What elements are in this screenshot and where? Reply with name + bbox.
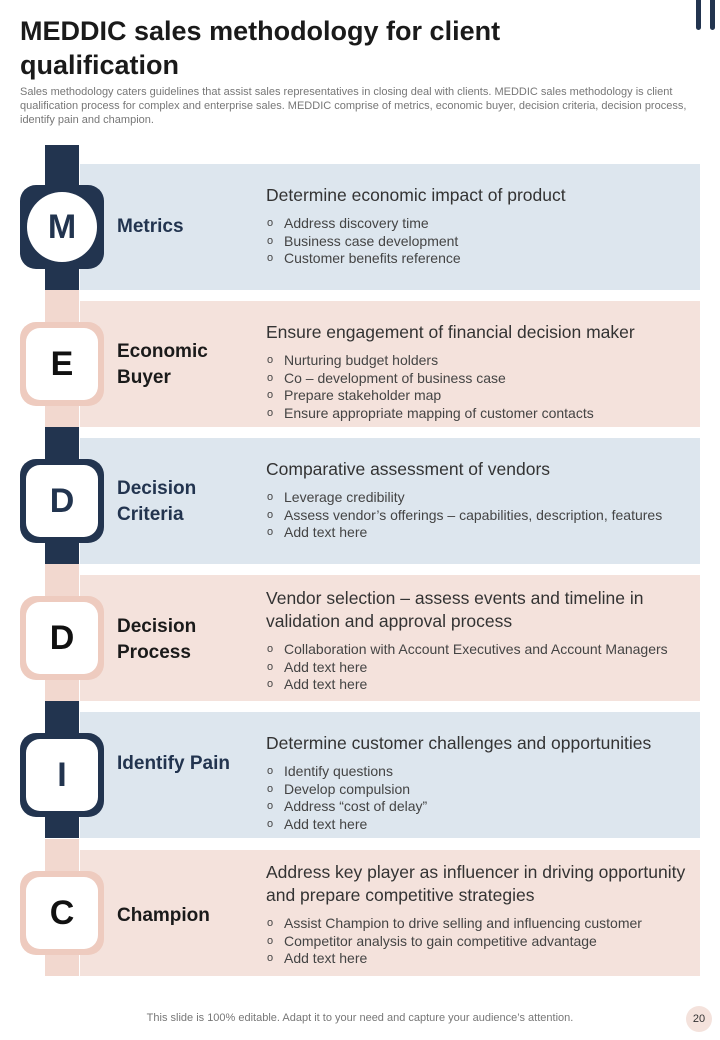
bullet-item: Add text here bbox=[266, 676, 698, 694]
bullet-item: Leverage credibility bbox=[266, 489, 698, 507]
bullet-item: Add text here bbox=[266, 524, 698, 542]
bullet-list: Assist Champion to drive selling and inf… bbox=[266, 915, 698, 968]
footer-note: This slide is 100% editable. Adapt it to… bbox=[146, 1012, 574, 1024]
bullet-item: Assist Champion to drive selling and inf… bbox=[266, 915, 698, 933]
bullet-item: Identify questions bbox=[266, 763, 698, 781]
bullet-item: Assess vendor’s offerings – capabilities… bbox=[266, 507, 698, 525]
row-content: Address key player as influencer in driv… bbox=[266, 861, 698, 968]
row-label: Identify Pain bbox=[117, 753, 230, 774]
row-heading: Determine customer challenges and opport… bbox=[266, 733, 652, 753]
badge-letter: M bbox=[27, 192, 97, 262]
bullet-item: Add text here bbox=[266, 816, 698, 834]
bullet-item: Competitor analysis to gain competitive … bbox=[266, 933, 698, 951]
row-label: Metrics bbox=[117, 216, 184, 237]
row-heading: Vendor selection – assess events and tim… bbox=[266, 588, 644, 631]
bullet-item: Nurturing budget holders bbox=[266, 352, 698, 370]
row-label: Economic Buyer bbox=[117, 341, 208, 388]
row-heading: Ensure engagement of financial decision … bbox=[266, 322, 635, 342]
bullet-item: Add text here bbox=[266, 950, 698, 968]
row-label: Decision Process bbox=[117, 616, 197, 663]
row-content: Comparative assessment of vendors Levera… bbox=[266, 458, 698, 542]
bullet-item: Customer benefits reference bbox=[266, 250, 698, 268]
letter-badge: I bbox=[20, 733, 104, 817]
meddic-row-decision-criteria: D Decision Criteria Comparative assessme… bbox=[20, 427, 700, 564]
badge-letter: C bbox=[26, 877, 98, 949]
page-title: MEDDIC sales methodology for client qual… bbox=[20, 16, 501, 80]
badge-letter: E bbox=[26, 328, 98, 400]
meddic-row-economic-buyer: E Economic Buyer Ensure engagement of fi… bbox=[20, 290, 700, 427]
row-label: Champion bbox=[117, 905, 210, 926]
bullet-item: Address discovery time bbox=[266, 215, 698, 233]
meddic-row-decision-process: D Decision Process Vendor selection – as… bbox=[20, 564, 700, 701]
row-content: Determine customer challenges and opport… bbox=[266, 732, 698, 833]
row-heading: Address key player as influencer in driv… bbox=[266, 862, 686, 905]
letter-badge: C bbox=[20, 871, 104, 955]
bullet-item: Add text here bbox=[266, 659, 698, 677]
letter-badge: D bbox=[20, 459, 104, 543]
badge-letter: D bbox=[26, 602, 98, 674]
bullet-list: Nurturing budget holders Co – developmen… bbox=[266, 352, 698, 422]
bullet-list: Collaboration with Account Executives an… bbox=[266, 641, 698, 694]
row-content: Vendor selection – assess events and tim… bbox=[266, 587, 698, 694]
bullet-item: Address “cost of delay” bbox=[266, 798, 698, 816]
page-subtitle: Sales methodology caters guidelines that… bbox=[20, 86, 687, 126]
row-heading: Comparative assessment of vendors bbox=[266, 459, 551, 479]
letter-badge: M bbox=[20, 185, 104, 269]
bullet-item: Collaboration with Account Executives an… bbox=[266, 641, 698, 659]
row-content: Ensure engagement of financial decision … bbox=[266, 321, 698, 422]
bullet-item: Develop compulsion bbox=[266, 781, 698, 799]
bullet-item: Business case development bbox=[266, 233, 698, 251]
tab-bar-left bbox=[696, 0, 701, 30]
bullet-item: Ensure appropriate mapping of customer c… bbox=[266, 405, 698, 423]
letter-badge: D bbox=[20, 596, 104, 680]
row-content: Determine economic impact of product Add… bbox=[266, 184, 698, 268]
top-tab-decoration bbox=[696, 0, 720, 30]
letter-badge: E bbox=[20, 322, 104, 406]
badge-letter: D bbox=[26, 465, 98, 537]
row-label: Decision Criteria bbox=[117, 478, 197, 525]
tab-bar-right bbox=[710, 0, 715, 30]
meddic-row-identify-pain: I Identify Pain Determine customer chall… bbox=[20, 701, 700, 838]
row-heading: Determine economic impact of product bbox=[266, 185, 566, 205]
bullet-item: Prepare stakeholder map bbox=[266, 387, 698, 405]
page-number-badge: 20 bbox=[686, 1006, 712, 1032]
bullet-list: Leverage credibility Assess vendor’s off… bbox=[266, 489, 698, 542]
meddic-row-metrics: M Metrics Determine economic impact of p… bbox=[20, 145, 700, 290]
bullet-list: Identify questions Develop compulsion Ad… bbox=[266, 763, 698, 833]
bullet-item: Co – development of business case bbox=[266, 370, 698, 388]
badge-letter: I bbox=[26, 739, 98, 811]
meddic-row-champion: C Champion Address key player as influen… bbox=[20, 839, 700, 976]
bullet-list: Address discovery time Business case dev… bbox=[266, 215, 698, 268]
